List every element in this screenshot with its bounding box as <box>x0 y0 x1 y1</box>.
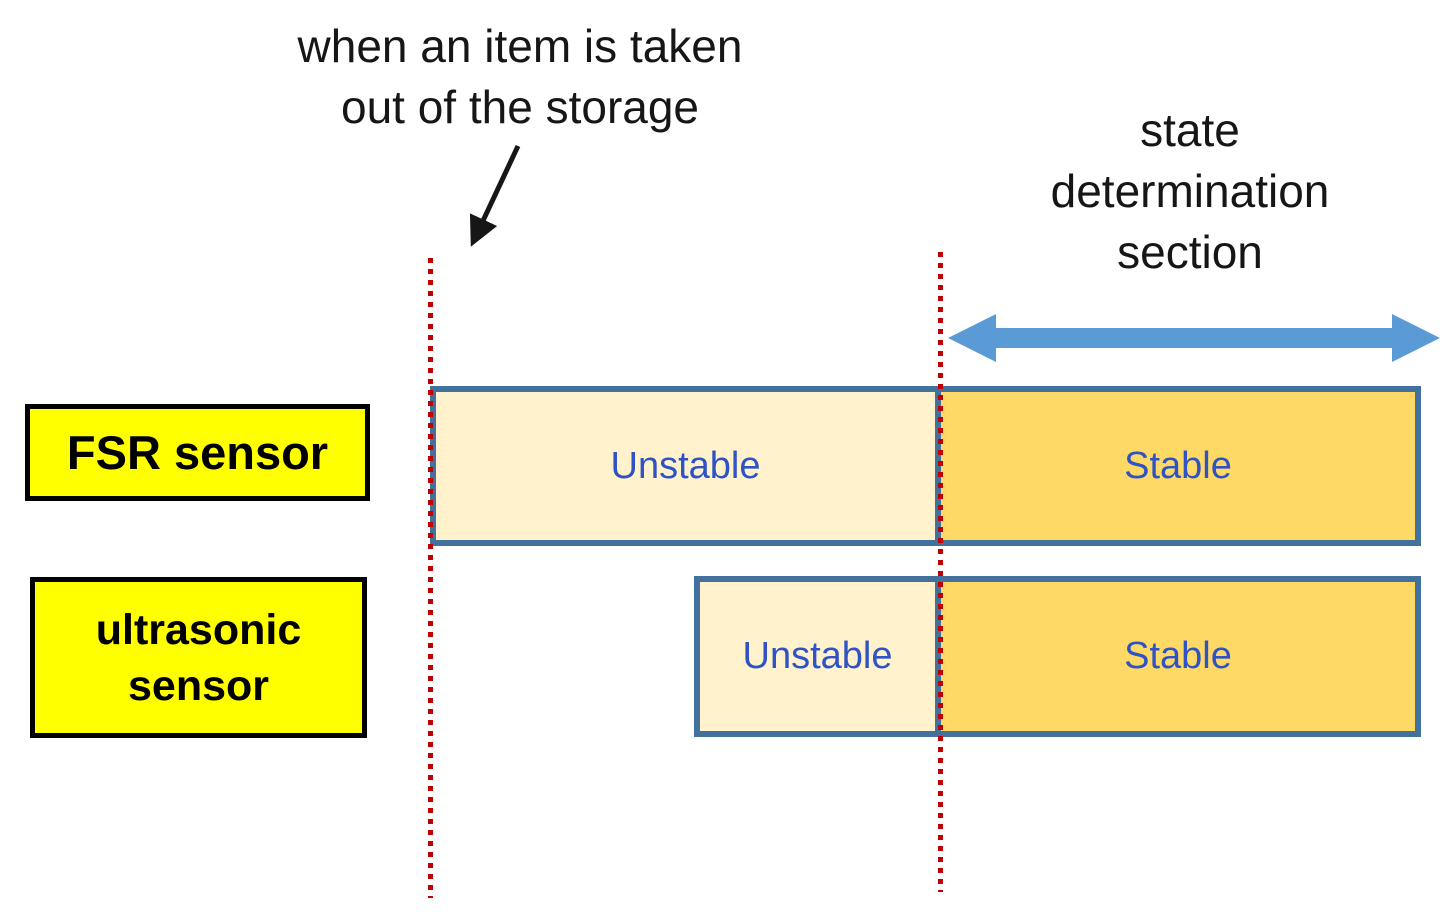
event-line-determination <box>938 252 943 892</box>
ultrasonic-unstable-segment: Unstable <box>694 576 941 737</box>
fsr-stable-segment: Stable <box>935 386 1421 546</box>
fsr-stable-text: Stable <box>1124 444 1232 487</box>
ultrasonic-unstable-text: Unstable <box>742 635 893 677</box>
section-annotation: state determination section <box>1050 104 1330 278</box>
fsr-sensor-label: FSR sensor <box>25 404 370 501</box>
fsr-unstable-segment: Unstable <box>430 386 941 546</box>
ultrasonic-stable-text: Stable <box>1124 635 1232 677</box>
fsr-unstable-text: Unstable <box>610 444 761 487</box>
double-arrow-icon <box>948 314 1440 362</box>
event-line-start <box>428 258 433 898</box>
ultrasonic-stable-segment: Stable <box>935 576 1421 737</box>
pointer-arrow-icon <box>469 144 521 247</box>
event-annotation: when an item is taken out of the storage <box>297 20 743 133</box>
ultrasonic-sensor-label: ultrasonic sensor <box>30 577 367 738</box>
